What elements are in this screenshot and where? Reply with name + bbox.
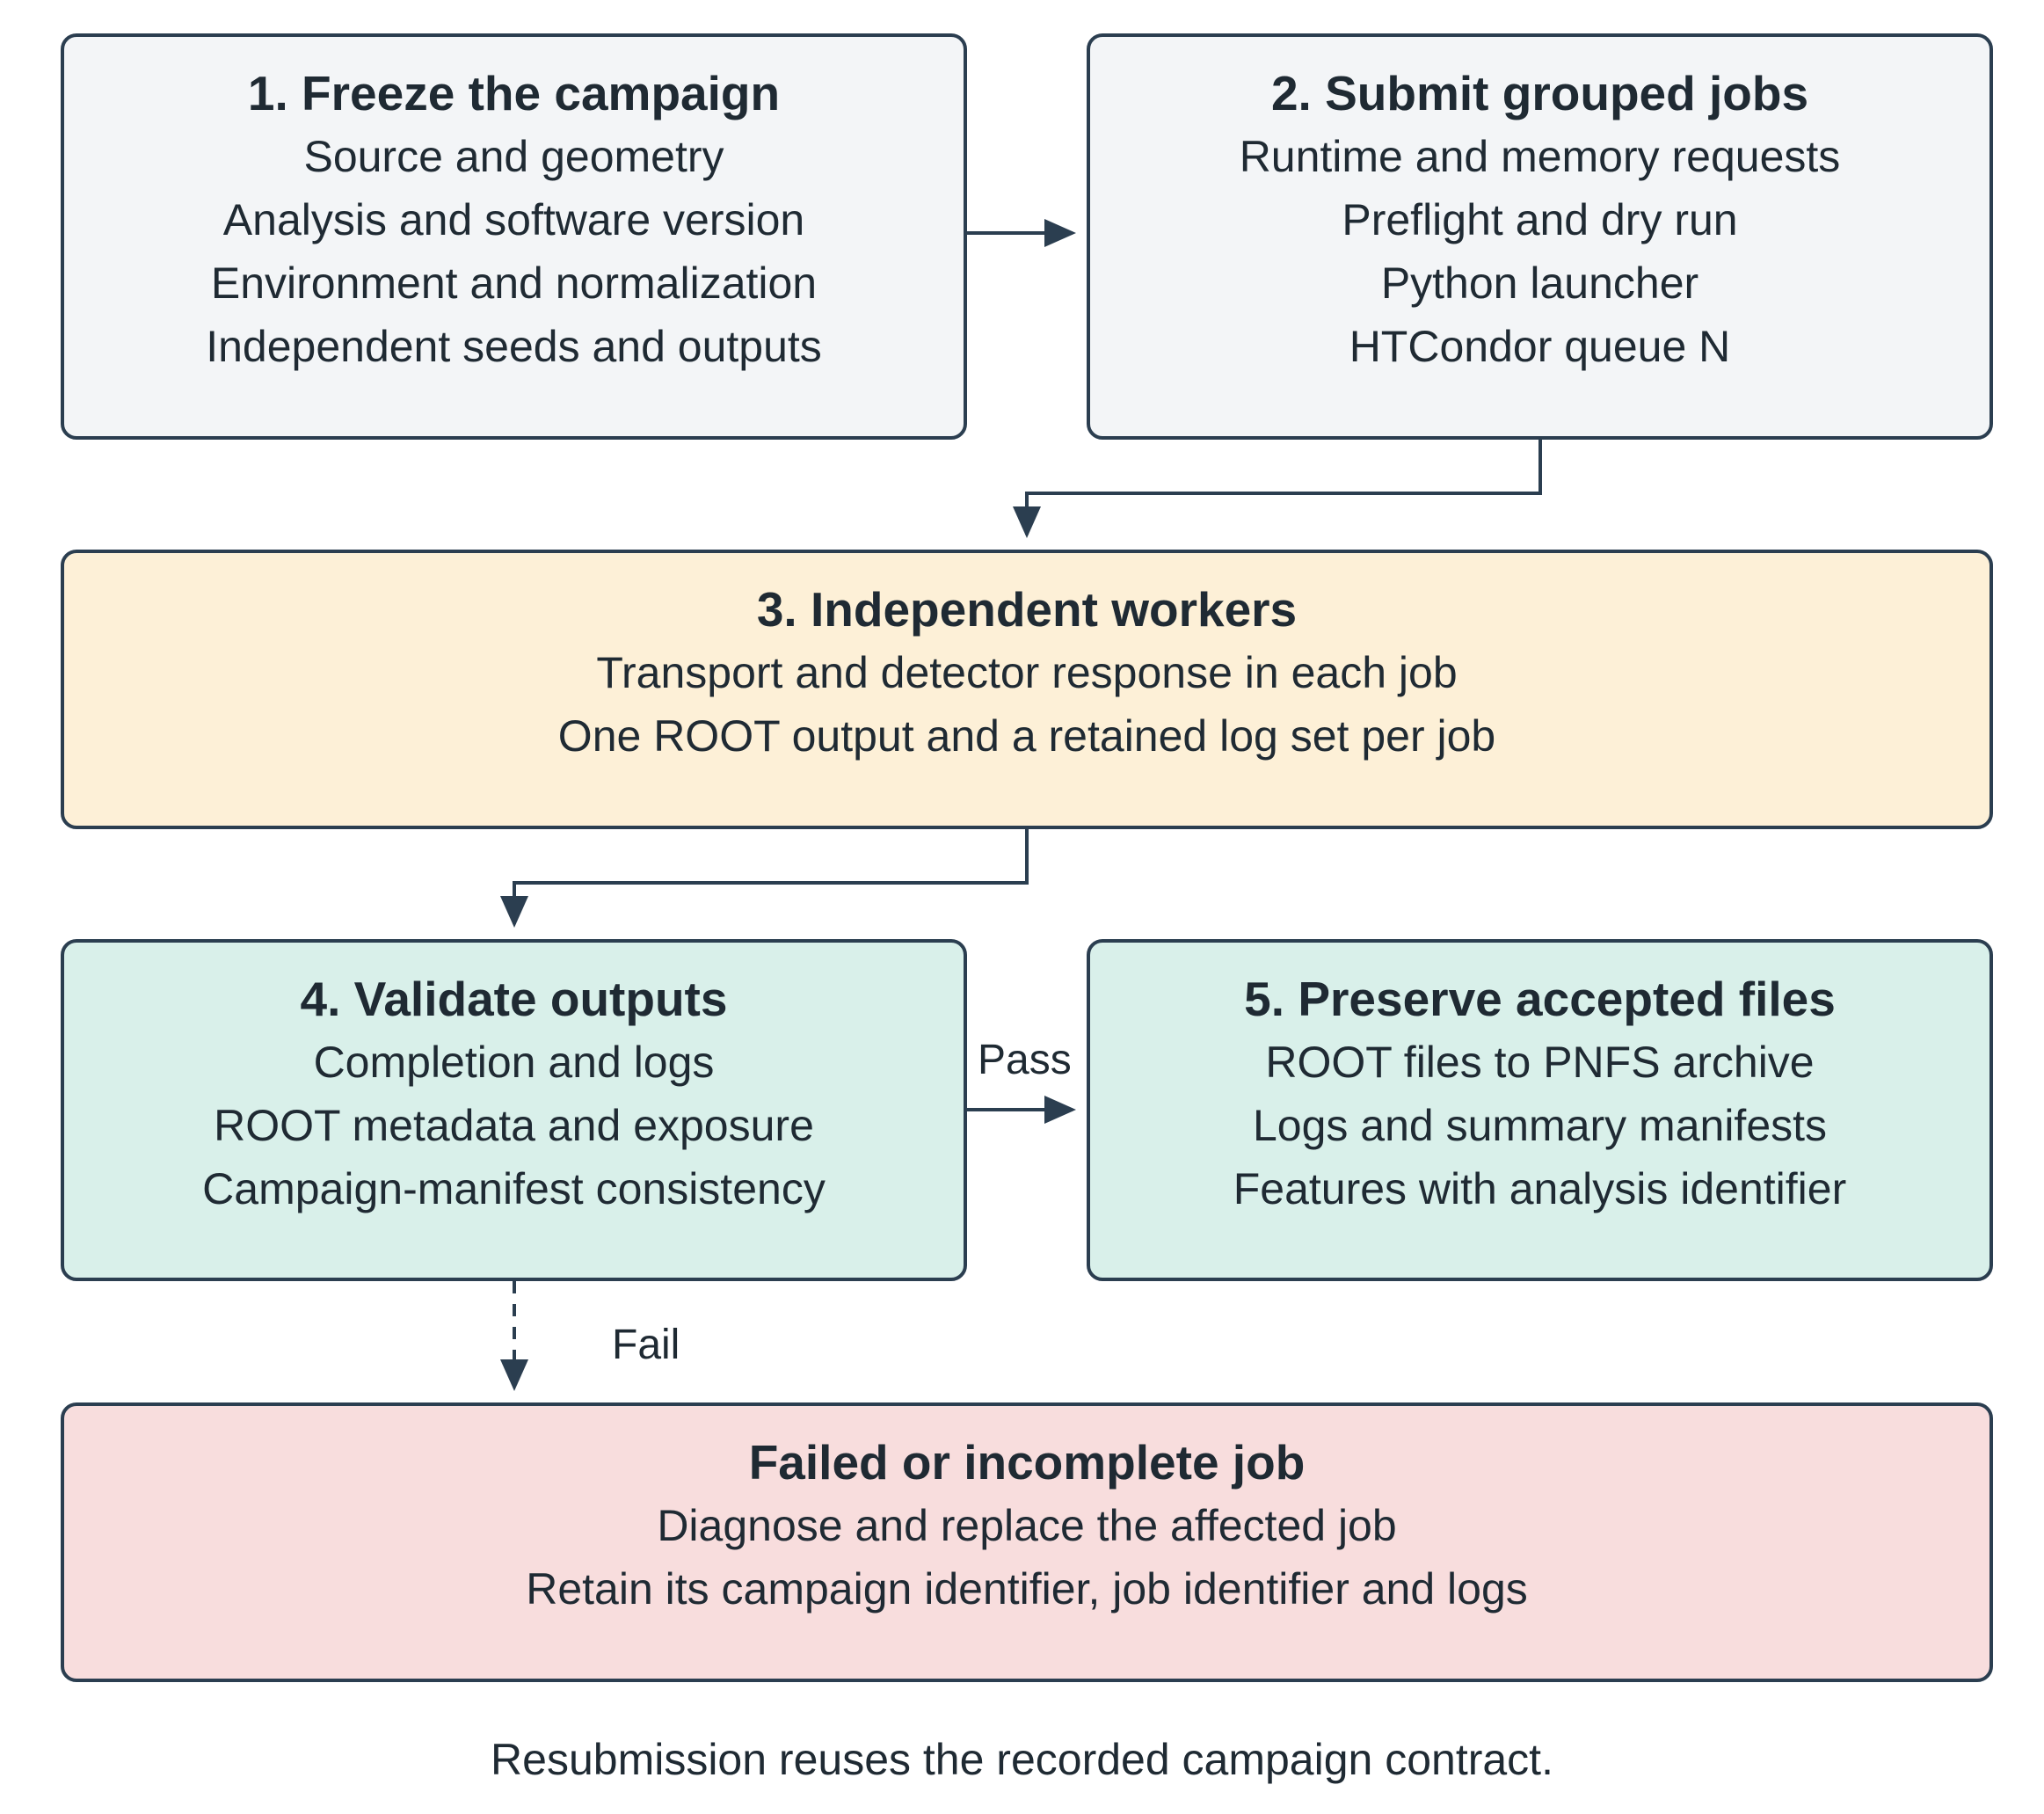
step-line: Logs and summary manifests — [1252, 1101, 1828, 1150]
step-freeze-campaign: 1. Freeze the campaign Source and geomet… — [61, 33, 967, 440]
step-line: One ROOT output and a retained log set p… — [557, 711, 1496, 761]
step-validate-outputs: 4. Validate outputs Completion and logs … — [61, 939, 967, 1281]
step-line: Source and geometry — [303, 132, 724, 181]
step-preserve-files: 5. Preserve accepted files ROOT files to… — [1087, 939, 1993, 1281]
fail-edge-label: Fail — [612, 1322, 680, 1368]
step-line: Analysis and software version — [222, 195, 805, 244]
step-line: Transport and detector response in each … — [596, 648, 1458, 697]
step-line: Retain its campaign identifier, job iden… — [526, 1564, 1528, 1614]
pass-edge-label: Pass — [978, 1037, 1072, 1083]
arrow-2-to-3 — [1013, 440, 1542, 538]
step-title: 5. Preserve accepted files — [1244, 972, 1836, 1026]
step-line: Diagnose and replace the affected job — [657, 1501, 1397, 1550]
step-line: Independent seeds and outputs — [206, 322, 822, 371]
step-line: Campaign-manifest consistency — [202, 1164, 826, 1213]
step-line: Features with analysis identifier — [1233, 1164, 1847, 1213]
arrow-3-to-4 — [500, 829, 1029, 928]
step-title: 4. Validate outputs — [300, 972, 728, 1026]
step-line: Environment and normalization — [210, 259, 818, 308]
step-title: 3. Independent workers — [756, 582, 1298, 637]
step-title: 2. Submit grouped jobs — [1270, 66, 1809, 120]
step-line: Preflight and dry run — [1342, 195, 1738, 244]
step-failed-job: Failed or incomplete job Diagnose and re… — [61, 1402, 1993, 1682]
step-line: HTCondor queue N — [1349, 322, 1731, 371]
step-line: Python launcher — [1380, 259, 1699, 308]
step-line: Completion and logs — [313, 1038, 715, 1087]
step-line: Runtime and memory requests — [1239, 132, 1841, 181]
step-independent-workers: 3. Independent workers Transport and det… — [61, 550, 1993, 829]
footnote: Resubmission reuses the recorded campaig… — [491, 1735, 1553, 1784]
step-title: Failed or incomplete job — [748, 1435, 1306, 1490]
step-title: 1. Freeze the campaign — [247, 66, 781, 120]
step-line: ROOT metadata and exposure — [214, 1101, 814, 1150]
step-submit-jobs: 2. Submit grouped jobs Runtime and memor… — [1087, 33, 1993, 440]
step-line: ROOT files to PNFS archive — [1265, 1038, 1815, 1087]
